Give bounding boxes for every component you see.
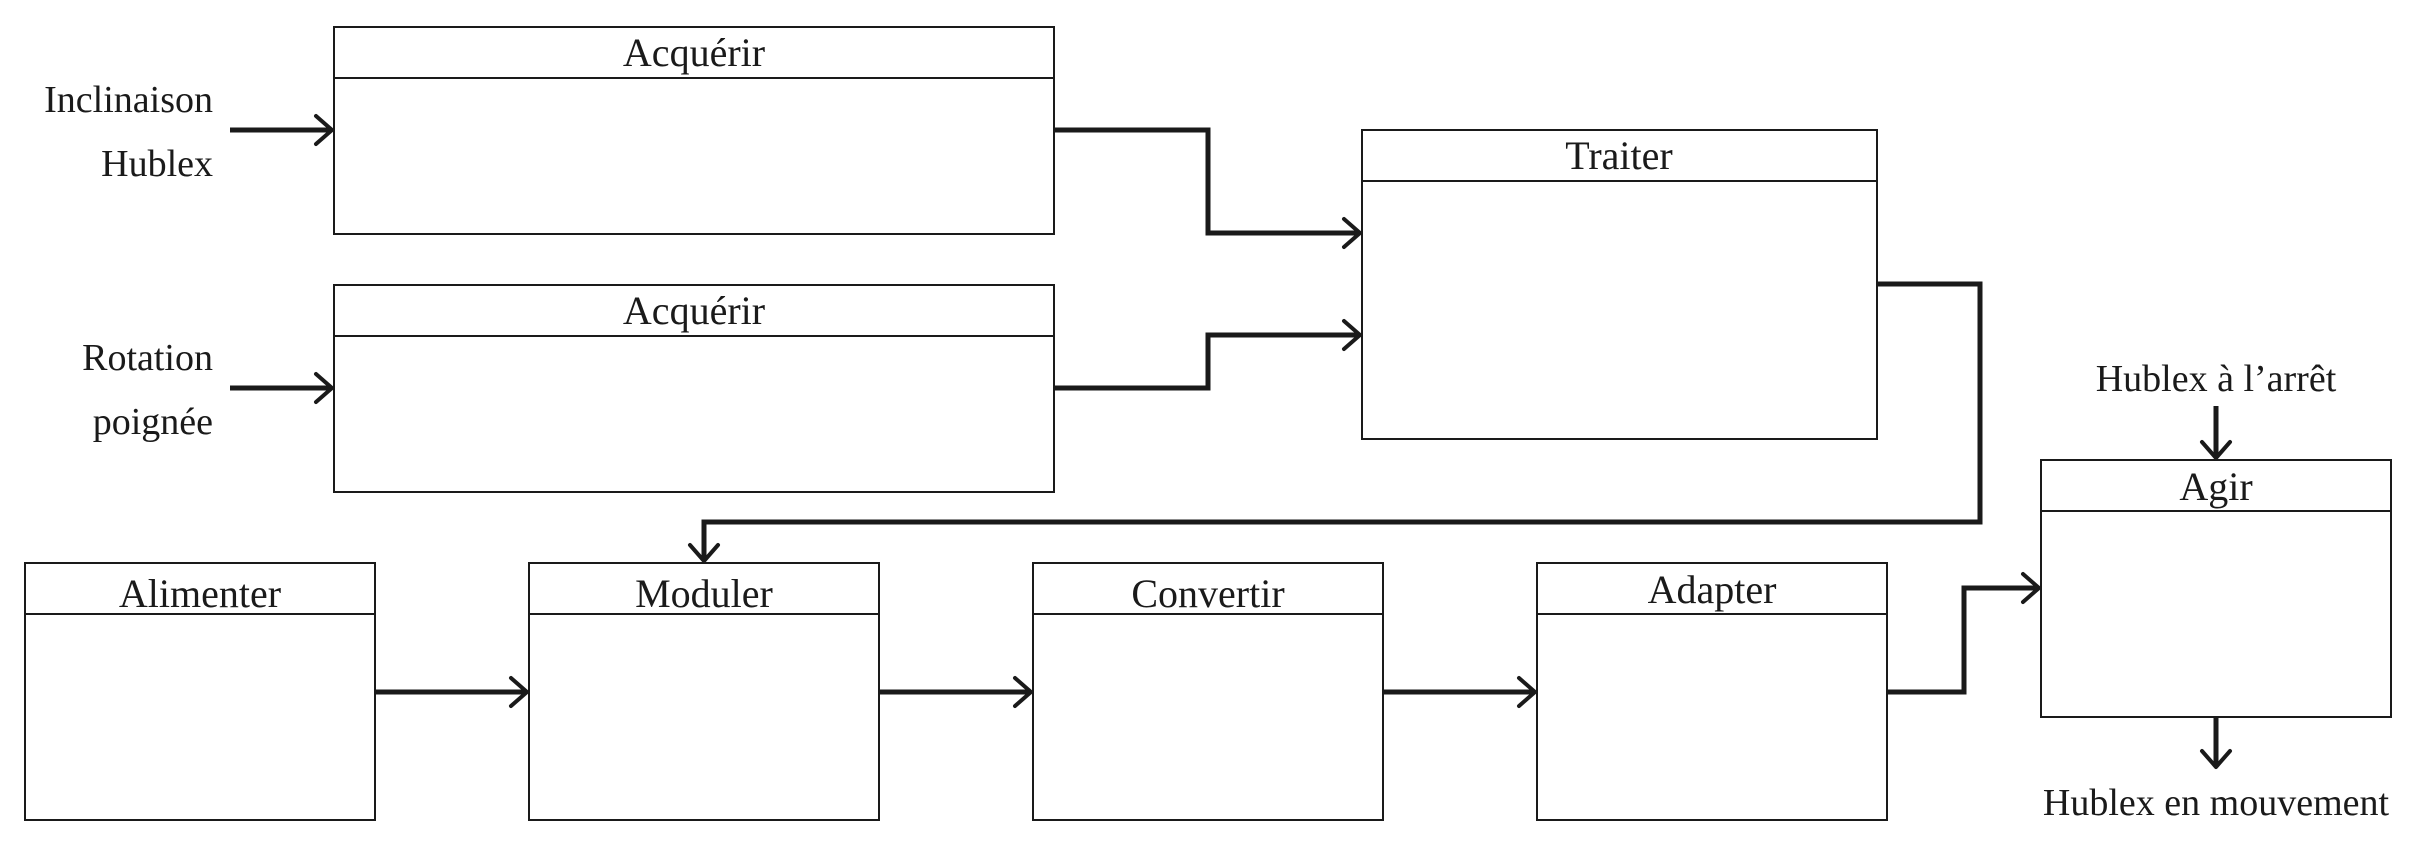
- arrow-head-icon: [314, 372, 334, 404]
- flow-traiter-to-moduler: [688, 281, 1983, 563]
- arrow-head-icon: [1013, 676, 1033, 708]
- block-title-convertir: Convertir: [1131, 571, 1284, 616]
- block-title-agir: Agir: [2179, 464, 2252, 509]
- block-acquerir-rotation[interactable]: Acquérir: [333, 284, 1055, 493]
- block-title-acquerir-inclinaison: Acquérir: [623, 30, 765, 75]
- block-title-traiter: Traiter: [1565, 133, 1672, 178]
- flow-rotation-to-acquerir: [230, 372, 334, 404]
- block-title-alimenter: Alimenter: [119, 571, 281, 616]
- block-title-moduler: Moduler: [635, 571, 773, 616]
- input-label-poignee: poignée: [93, 401, 213, 443]
- output-label-hublex-mouvement: Hublex en mouvement: [2043, 782, 2390, 824]
- flow-inclinaison-to-acquerir: [230, 114, 334, 146]
- block-agir[interactable]: Agir: [2040, 459, 2392, 718]
- arrow-head-icon: [1342, 217, 1362, 249]
- block-acquerir-inclinaison[interactable]: Acquérir: [333, 26, 1055, 235]
- block-title-adapter: Adapter: [1648, 567, 1777, 612]
- arrow-head-icon: [314, 114, 334, 146]
- arrow-head-icon: [1517, 676, 1537, 708]
- arrow-head-icon: [688, 543, 720, 563]
- flow-acquerir-inclinaison-to-traiter: [1054, 127, 1362, 249]
- flow-agir-to-hublex-mouvement: [2200, 717, 2232, 769]
- flow-acquerir-rotation-to-traiter: [1054, 319, 1362, 391]
- arrow-head-icon: [2021, 572, 2041, 604]
- flow-adapter-to-agir: [1887, 572, 2041, 695]
- block-convertir[interactable]: Convertir: [1032, 562, 1384, 821]
- arrow-head-icon: [2200, 749, 2232, 769]
- arrow-head-icon: [509, 676, 529, 708]
- flow-alimenter-to-moduler: [375, 676, 529, 708]
- arrow-head-icon: [2200, 440, 2232, 460]
- block-moduler[interactable]: Moduler: [528, 562, 880, 821]
- input-label-hublex-arret: Hublex à l’arrêt: [2096, 358, 2337, 400]
- block-alimenter[interactable]: Alimenter: [24, 562, 376, 821]
- block-title-acquerir-rotation: Acquérir: [623, 288, 765, 333]
- flow-moduler-to-convertir: [879, 676, 1033, 708]
- flow-hublex-arret-to-agir: [2200, 406, 2232, 460]
- block-adapter[interactable]: Adapter: [1536, 562, 1888, 821]
- input-label-rotation: Rotation: [82, 337, 213, 379]
- flow-convertir-to-adapter: [1383, 676, 1537, 708]
- block-traiter[interactable]: Traiter: [1361, 129, 1878, 440]
- input-label-hublex: Hublex: [101, 143, 213, 185]
- arrow-head-icon: [1342, 319, 1362, 351]
- input-label-inclinaison: Inclinaison: [44, 79, 213, 121]
